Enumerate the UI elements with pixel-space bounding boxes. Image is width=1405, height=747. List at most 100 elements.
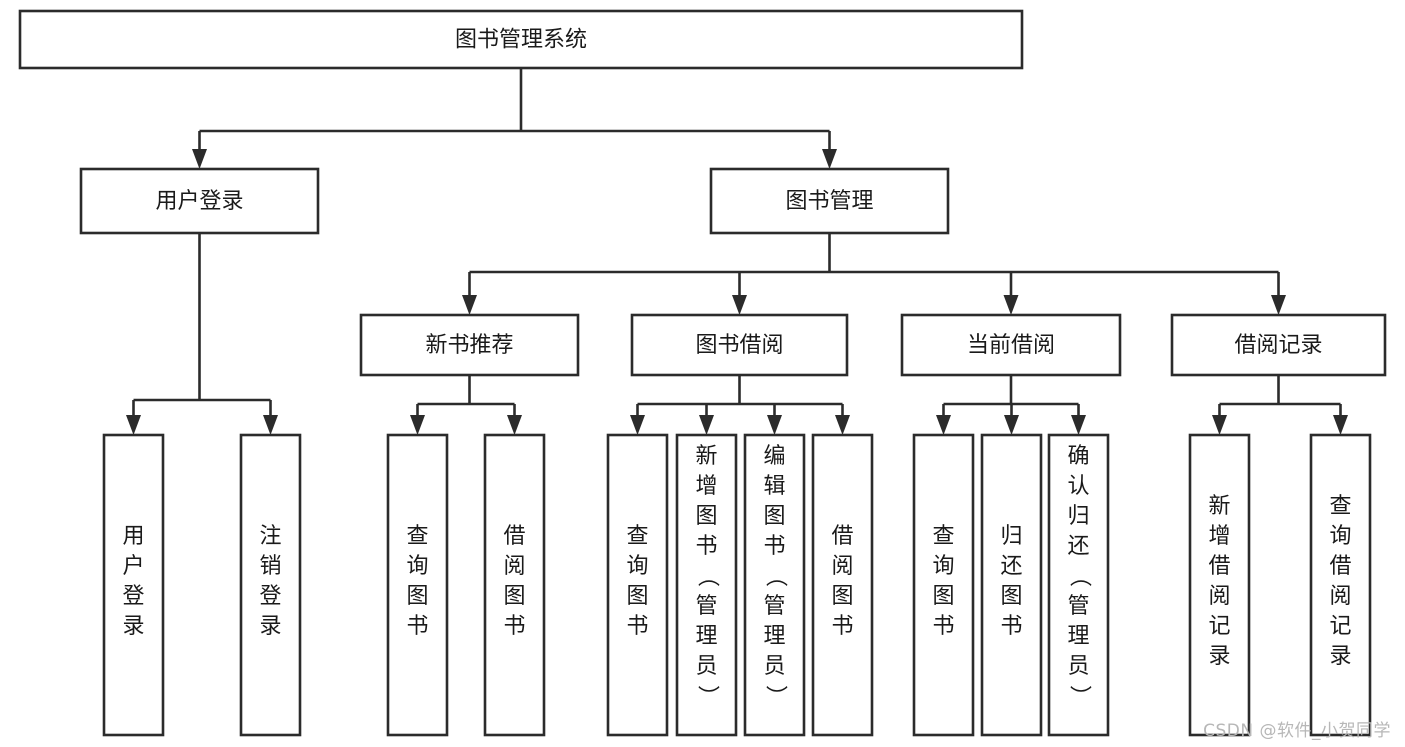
leaf-node-9-rect[interactable] xyxy=(980,433,1043,737)
svg-text:询: 询 xyxy=(1329,524,1351,549)
root-to-level2-arrow-0 xyxy=(192,149,207,169)
svg-text:员: 员 xyxy=(695,654,717,679)
leaf-node-0[interactable]: 用户登录 xyxy=(102,433,165,737)
leaf-node-3-rect[interactable] xyxy=(483,433,546,737)
leaf-node-5-rect[interactable] xyxy=(675,433,738,737)
level3-node-2-label: 当前借阅 xyxy=(967,333,1055,358)
login-to-leaves-arrow-1 xyxy=(263,415,278,435)
svg-text:员: 员 xyxy=(763,654,785,679)
svg-text:员: 员 xyxy=(1067,654,1089,679)
books-to-level3-arrow-1 xyxy=(732,295,747,315)
svg-text:）: ） xyxy=(763,685,788,707)
svg-text:录: 录 xyxy=(1208,644,1230,669)
svg-text:阅: 阅 xyxy=(831,554,853,579)
svg-text:阅: 阅 xyxy=(503,554,525,579)
leaf-node-10-rect[interactable] xyxy=(1047,433,1110,737)
leaf-node-4-rect[interactable] xyxy=(606,433,669,737)
leaf-node-0-rect[interactable] xyxy=(102,433,165,737)
level2-node-1[interactable]: 图书管理 xyxy=(709,167,950,235)
books-to-level3-arrow-3 xyxy=(1271,295,1286,315)
svg-text:理: 理 xyxy=(1067,624,1089,649)
leaf-node-12-rect[interactable] xyxy=(1309,433,1372,737)
level2-node-1-rect[interactable] xyxy=(709,167,950,235)
svg-text:还: 还 xyxy=(1067,534,1089,559)
svg-text:图: 图 xyxy=(1000,584,1022,609)
leaf-node-6-rect[interactable] xyxy=(743,433,806,737)
svg-text:书: 书 xyxy=(1000,614,1022,639)
books-to-level3-arrow-0 xyxy=(462,295,477,315)
newbook-to-leaves-arrow-0 xyxy=(410,415,425,435)
svg-text:书: 书 xyxy=(695,534,717,559)
svg-text:书: 书 xyxy=(503,614,525,639)
level2-node-1-label: 图书管理 xyxy=(785,189,873,214)
books-to-level3-arrow-2 xyxy=(1003,295,1019,315)
level2-node-0[interactable]: 用户登录 xyxy=(79,167,320,235)
svg-text:阅: 阅 xyxy=(1329,584,1351,609)
svg-text:管: 管 xyxy=(763,594,785,619)
root-node-system-label: 图书管理系统 xyxy=(455,28,587,53)
svg-text:销: 销 xyxy=(259,554,281,579)
level3-node-2[interactable]: 当前借阅 xyxy=(900,313,1122,377)
leaf-node-8-rect[interactable] xyxy=(912,433,975,737)
records-to-leaves-arrow-1 xyxy=(1333,415,1348,435)
svg-text:书: 书 xyxy=(831,614,853,639)
svg-text:（: （ xyxy=(1067,565,1092,587)
svg-text:询: 询 xyxy=(932,554,954,579)
svg-text:书: 书 xyxy=(406,614,428,639)
svg-text:书: 书 xyxy=(763,534,785,559)
nodes-layer: 图书管理系统用户登录图书管理新书推荐图书借阅当前借阅借阅记录用户登录注销登录查询… xyxy=(18,9,1387,737)
svg-text:管: 管 xyxy=(695,594,717,619)
current-to-leaves-arrow-1 xyxy=(1004,415,1019,435)
svg-text:理: 理 xyxy=(763,624,785,649)
level3-node-3[interactable]: 借阅记录 xyxy=(1170,313,1387,377)
connectors-layer xyxy=(126,68,1348,435)
leaf-node-7-rect[interactable] xyxy=(811,433,874,737)
current-to-leaves-arrow-2 xyxy=(1071,415,1086,435)
level2-node-0-label: 用户登录 xyxy=(155,189,243,214)
svg-text:借: 借 xyxy=(503,524,525,549)
svg-text:记: 记 xyxy=(1208,614,1230,639)
svg-text:归: 归 xyxy=(1000,524,1022,549)
level3-node-0[interactable]: 新书推荐 xyxy=(359,313,580,377)
level3-node-1-rect[interactable] xyxy=(630,313,849,377)
svg-text:）: ） xyxy=(1067,685,1092,707)
root-node-system[interactable]: 图书管理系统 xyxy=(18,9,1024,70)
svg-text:图: 图 xyxy=(626,584,648,609)
level3-node-3-rect[interactable] xyxy=(1170,313,1387,377)
svg-text:查: 查 xyxy=(406,524,428,549)
root-node-system-rect[interactable] xyxy=(18,9,1024,70)
level2-node-0-rect[interactable] xyxy=(79,167,320,235)
level3-node-0-rect[interactable] xyxy=(359,313,580,377)
leaf-node-2-rect[interactable] xyxy=(386,433,449,737)
leaf-node-1-rect[interactable] xyxy=(239,433,302,737)
level3-node-0-label: 新书推荐 xyxy=(425,333,513,358)
svg-text:登: 登 xyxy=(259,584,281,609)
svg-text:管: 管 xyxy=(1067,594,1089,619)
svg-text:（: （ xyxy=(763,565,788,587)
svg-text:增: 增 xyxy=(695,474,717,499)
level3-node-1[interactable]: 图书借阅 xyxy=(630,313,849,377)
level3-node-2-rect[interactable] xyxy=(900,313,1122,377)
root-to-level2-arrow-1 xyxy=(822,149,837,169)
svg-text:还: 还 xyxy=(1000,554,1022,579)
leaf-node-11-rect[interactable] xyxy=(1188,433,1251,737)
